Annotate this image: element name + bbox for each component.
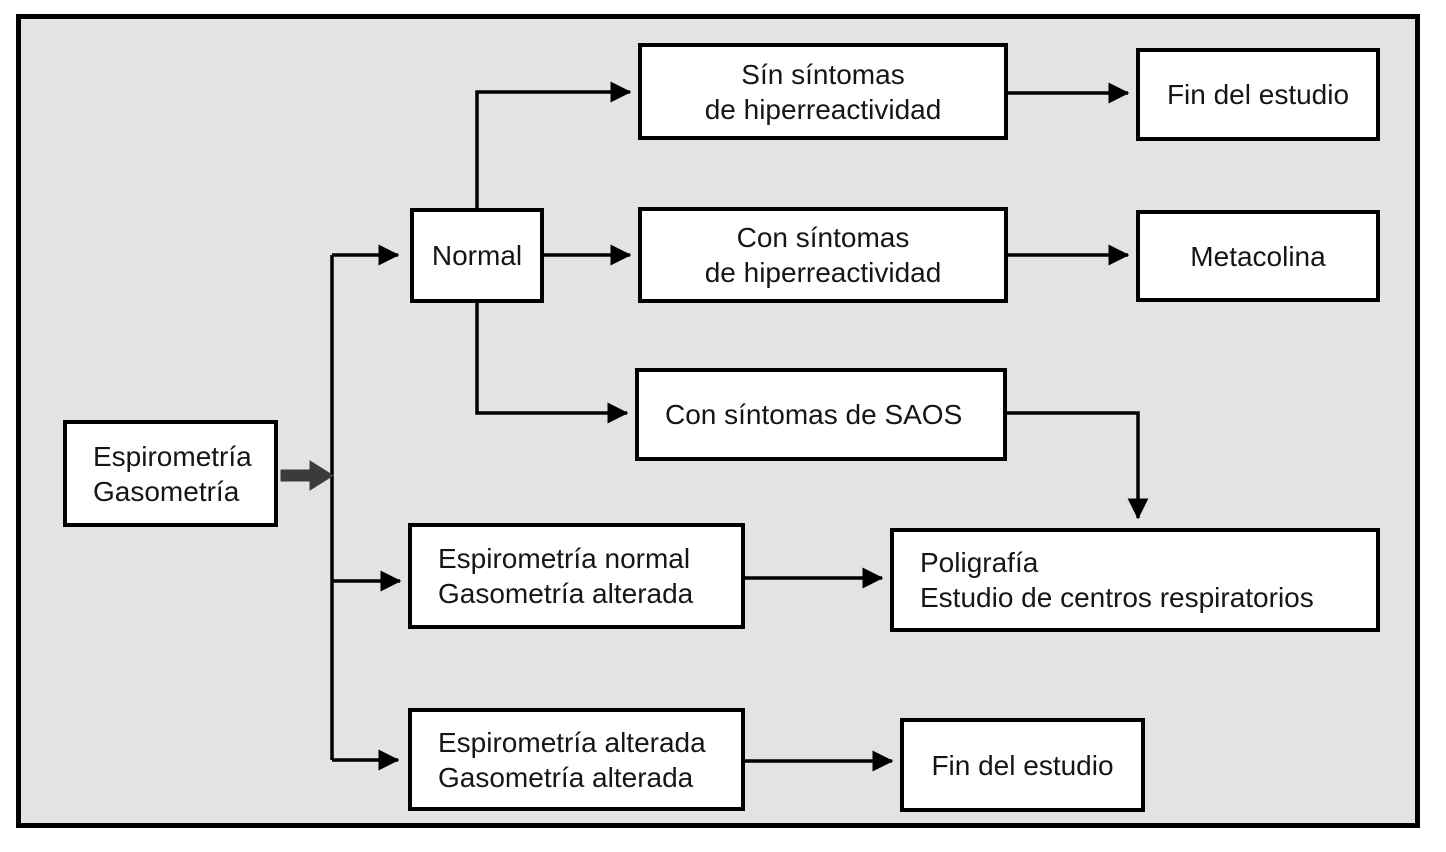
node-fin-del-estudio-top: Fin del estudio — [1136, 48, 1380, 141]
node-text-line: Poligrafía — [920, 547, 1039, 578]
connector-saos-to-poligrafia — [1007, 411, 1149, 520]
node-text-line: Espirometría normal — [438, 543, 691, 574]
node-text-line: Estudio de centros respiratorios — [920, 582, 1314, 613]
node-con-sintomas-saos: Con síntomas de SAOS — [635, 368, 1007, 461]
node-text-line: Sín síntomas — [741, 58, 905, 90]
node-text-line: Normal — [431, 240, 523, 271]
node-espirometria-alterada-gasometria-alterada: Espirometría alterada Gasometría alterad… — [408, 708, 745, 811]
node-text-line: de hiperreactividad — [704, 93, 942, 125]
node-metacolina: Metacolina — [1136, 210, 1380, 302]
node-espirometria-gasometria: Espirometría Gasometría — [63, 420, 278, 527]
node-poligrafia-estudio-centros: Poligrafía Estudio de centros respirator… — [890, 528, 1380, 632]
node-text-line: Espirometría alterada — [438, 726, 706, 758]
node-con-sintomas-hiperreactividad: Con síntomas de hiperreactividad — [638, 207, 1008, 303]
node-text-line: Espirometría — [93, 440, 252, 472]
node-text-line: Metacolina — [1190, 240, 1326, 272]
node-fin-del-estudio-bottom: Fin del estudio — [900, 718, 1145, 812]
node-text-line: Con síntomas de SAOS — [665, 399, 963, 430]
node-text-line: Gasometría alterada — [438, 761, 694, 793]
node-text-line: Con síntomas — [736, 222, 910, 253]
thick-start-arrow — [280, 460, 334, 491]
node-text-line: Gasometría — [93, 475, 240, 507]
connector-normal-to-sin-sintomas — [475, 81, 632, 208]
node-espirometria-normal-gasometria-alterada: Espirometría normal Gasometría alterada — [408, 523, 745, 629]
node-text-line: Gasometría alterada — [438, 578, 694, 609]
connector-normal-to-saos — [475, 303, 629, 424]
node-sin-sintomas-hiperreactividad: Sín síntomas de hiperreactividad — [638, 43, 1008, 140]
node-normal: Normal — [410, 208, 544, 303]
node-text-line: Fin del estudio — [931, 749, 1114, 781]
node-text-line: de hiperreactividad — [704, 257, 942, 288]
node-text-line: Fin del estudio — [1166, 79, 1350, 110]
